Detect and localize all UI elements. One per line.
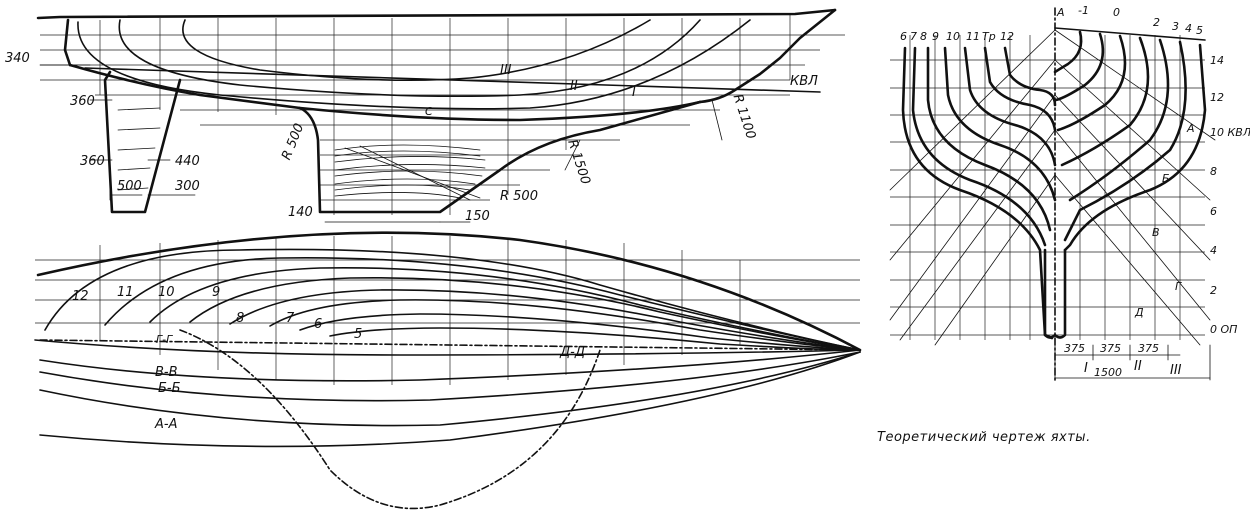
radius-500-a: R 500	[279, 121, 307, 162]
fwd-sections	[1053, 30, 1207, 252]
bp-buttock-II: II	[1134, 359, 1142, 374]
hull-bottom	[68, 63, 702, 122]
section-bb: Б-Б	[158, 381, 181, 396]
bp-wl-0-op: 0 ОП	[1210, 323, 1237, 336]
bp-station-5: 5	[1196, 24, 1203, 37]
rudder-hatch	[117, 107, 161, 191]
dim-360-b: 360	[80, 154, 105, 169]
station-9: 9	[212, 285, 220, 300]
bp-wl-14: 14	[1210, 54, 1224, 67]
station-6: 6	[314, 317, 322, 332]
dim-440: 440	[175, 154, 200, 169]
bp-station-6: 6	[900, 30, 907, 43]
body-plan	[889, 7, 1216, 381]
station-12: 12	[72, 289, 89, 304]
bp-station-7: 7	[910, 30, 917, 43]
radius-500-b: R 500	[500, 189, 538, 204]
drawing-caption: Теоретический чертеж яхты.	[877, 430, 1091, 445]
dim-140: 140	[288, 205, 313, 220]
buttock-III	[182, 19, 651, 82]
bp-diag-v: В	[1152, 226, 1160, 239]
bp-station-11: 11	[966, 30, 980, 43]
bp-station-12: 12	[1000, 30, 1014, 43]
bp-buttock-III: III	[1170, 363, 1182, 378]
bp-station-a: А	[1056, 6, 1065, 19]
centerline	[39, 339, 861, 351]
diagonal-dashdot	[179, 329, 601, 510]
body-diagonals	[889, 29, 1216, 346]
bp-station-10: 10	[946, 30, 960, 43]
bp-station-minus1: -1	[1078, 4, 1089, 17]
ballast-hatch	[334, 144, 486, 201]
bp-diag-d: Д	[1134, 306, 1144, 319]
station-10: 10	[158, 285, 175, 300]
bp-dim-375-c: 375	[1138, 342, 1159, 355]
bp-station-8: 8	[920, 30, 927, 43]
bp-station-0: 0	[1113, 6, 1120, 19]
plan-diagonals	[34, 329, 861, 510]
dim-500: 500	[117, 179, 142, 194]
radius-1100: R 1100	[730, 92, 759, 141]
radius-1500: R 1500	[564, 138, 593, 187]
dim-150: 150	[465, 209, 490, 224]
buttock-II	[118, 19, 701, 98]
section-gg: Г-Г	[156, 333, 173, 346]
bp-wl-6: 6	[1210, 205, 1217, 218]
buttock-label-I: I	[632, 85, 636, 100]
stem-line	[698, 8, 837, 104]
dim-360-a: 360	[70, 94, 95, 109]
bp-station-9: 9	[932, 30, 939, 43]
kvl-line	[84, 67, 821, 93]
bp-station-3: 3	[1172, 20, 1179, 33]
bp-diag-b: Б	[1162, 172, 1170, 185]
buttock-label-II: II	[570, 79, 578, 94]
section-dd: Д-Д	[559, 345, 585, 360]
dim-340: 340	[5, 51, 30, 66]
center-mark-label: C	[425, 105, 433, 118]
plan-grid	[35, 236, 860, 385]
deck-outline	[36, 231, 862, 352]
section-vv: В-В	[155, 365, 178, 380]
station-5: 5	[354, 327, 362, 342]
bp-station-4: 4	[1185, 22, 1192, 35]
buttock-label-III: III	[500, 63, 512, 78]
body-keel-left	[1043, 248, 1057, 339]
plan-waterlines	[44, 248, 861, 351]
bp-wl-10-kvl: 10 КВЛ	[1210, 126, 1250, 139]
plan-view	[34, 231, 862, 510]
kvl-label: КВЛ	[790, 74, 818, 89]
station-11: 11	[117, 285, 134, 300]
body-keel-right	[1053, 248, 1067, 339]
bp-buttock-I: I	[1084, 361, 1088, 376]
bp-station-tr: Тр	[982, 30, 996, 43]
body-deck-line	[1054, 27, 1206, 41]
bp-wl-2: 2	[1210, 284, 1217, 297]
profile-grid	[40, 14, 845, 215]
station-7: 7	[286, 311, 295, 326]
body-plan-labels: 6 7 8 9 10 11 Тр 12 А -1 0 2 3 4 5 14 12…	[900, 4, 1250, 379]
bp-diag-a: А	[1186, 122, 1195, 135]
dim-300: 300	[175, 179, 200, 194]
bp-diag-g: Г	[1175, 280, 1182, 293]
bp-wl-12: 12	[1210, 91, 1224, 104]
section-aa: А-А	[154, 417, 177, 432]
profile-dimensions	[39, 64, 723, 223]
rudder	[103, 70, 182, 214]
body-dimensions	[1054, 344, 1211, 381]
transom-line	[63, 18, 72, 67]
bp-dim-375-a: 375	[1064, 342, 1085, 355]
profile-view	[36, 8, 845, 223]
bp-wl-8: 8	[1210, 165, 1217, 178]
bp-wl-4: 4	[1210, 244, 1217, 257]
sheer-line	[36, 8, 837, 20]
bp-dim-375-b: 375	[1100, 342, 1121, 355]
aft-sections	[901, 46, 1057, 340]
keel-fin	[298, 100, 702, 214]
station-8: 8	[236, 311, 244, 326]
buttock-I	[77, 19, 751, 110]
bp-station-2: 2	[1153, 16, 1160, 29]
bp-dim-1500: 1500	[1094, 366, 1122, 379]
